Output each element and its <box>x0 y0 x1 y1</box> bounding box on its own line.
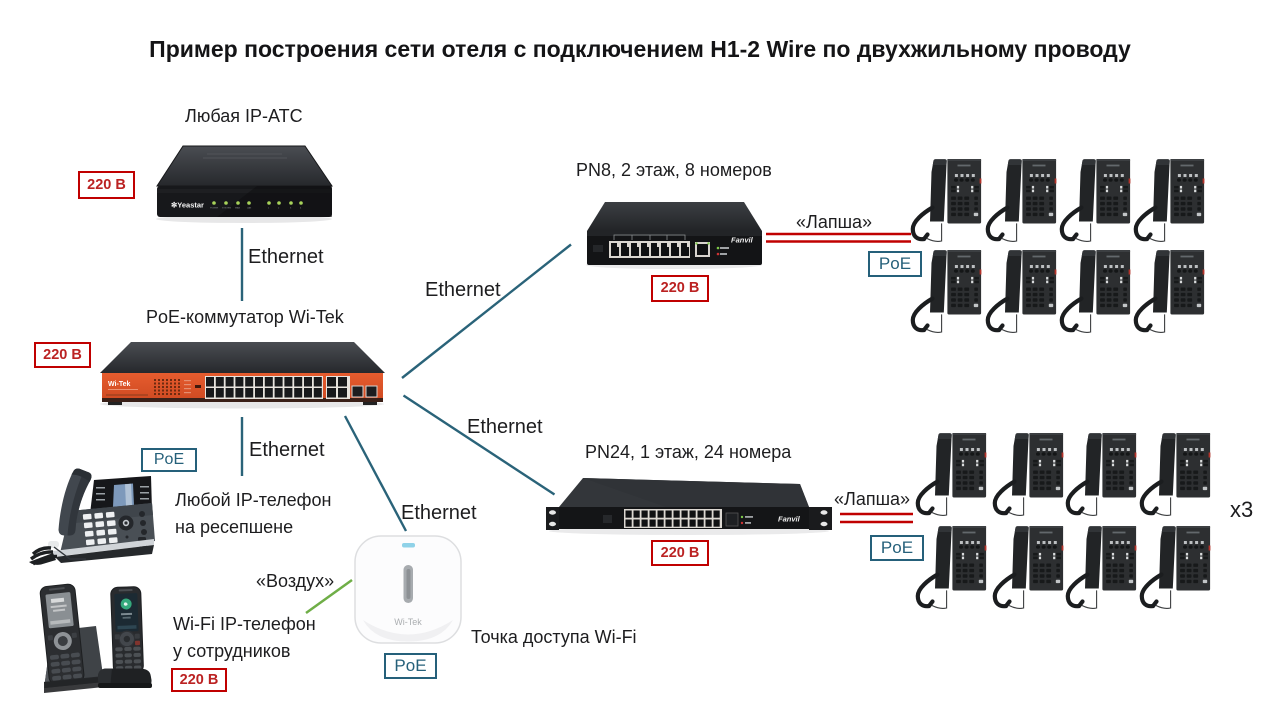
svg-text:Wi-Tek: Wi-Tek <box>108 381 130 388</box>
svg-text:4: 4 <box>300 208 302 210</box>
svg-text:SYSTEM: SYSTEM <box>222 208 231 210</box>
svg-text:WAN: WAN <box>235 207 240 210</box>
svg-text:POWER: POWER <box>210 208 219 210</box>
svg-text:2: 2 <box>278 208 280 210</box>
svg-text:1: 1 <box>268 208 270 210</box>
svg-text:✼Yeastar: ✼Yeastar <box>171 201 204 210</box>
svg-text:Fanvil: Fanvil <box>731 236 754 245</box>
svg-text:Wi-Tek: Wi-Tek <box>394 617 422 627</box>
svg-text:3: 3 <box>290 208 292 210</box>
svg-text:Fanvil: Fanvil <box>778 515 801 524</box>
svg-text:LAN: LAN <box>247 207 252 210</box>
